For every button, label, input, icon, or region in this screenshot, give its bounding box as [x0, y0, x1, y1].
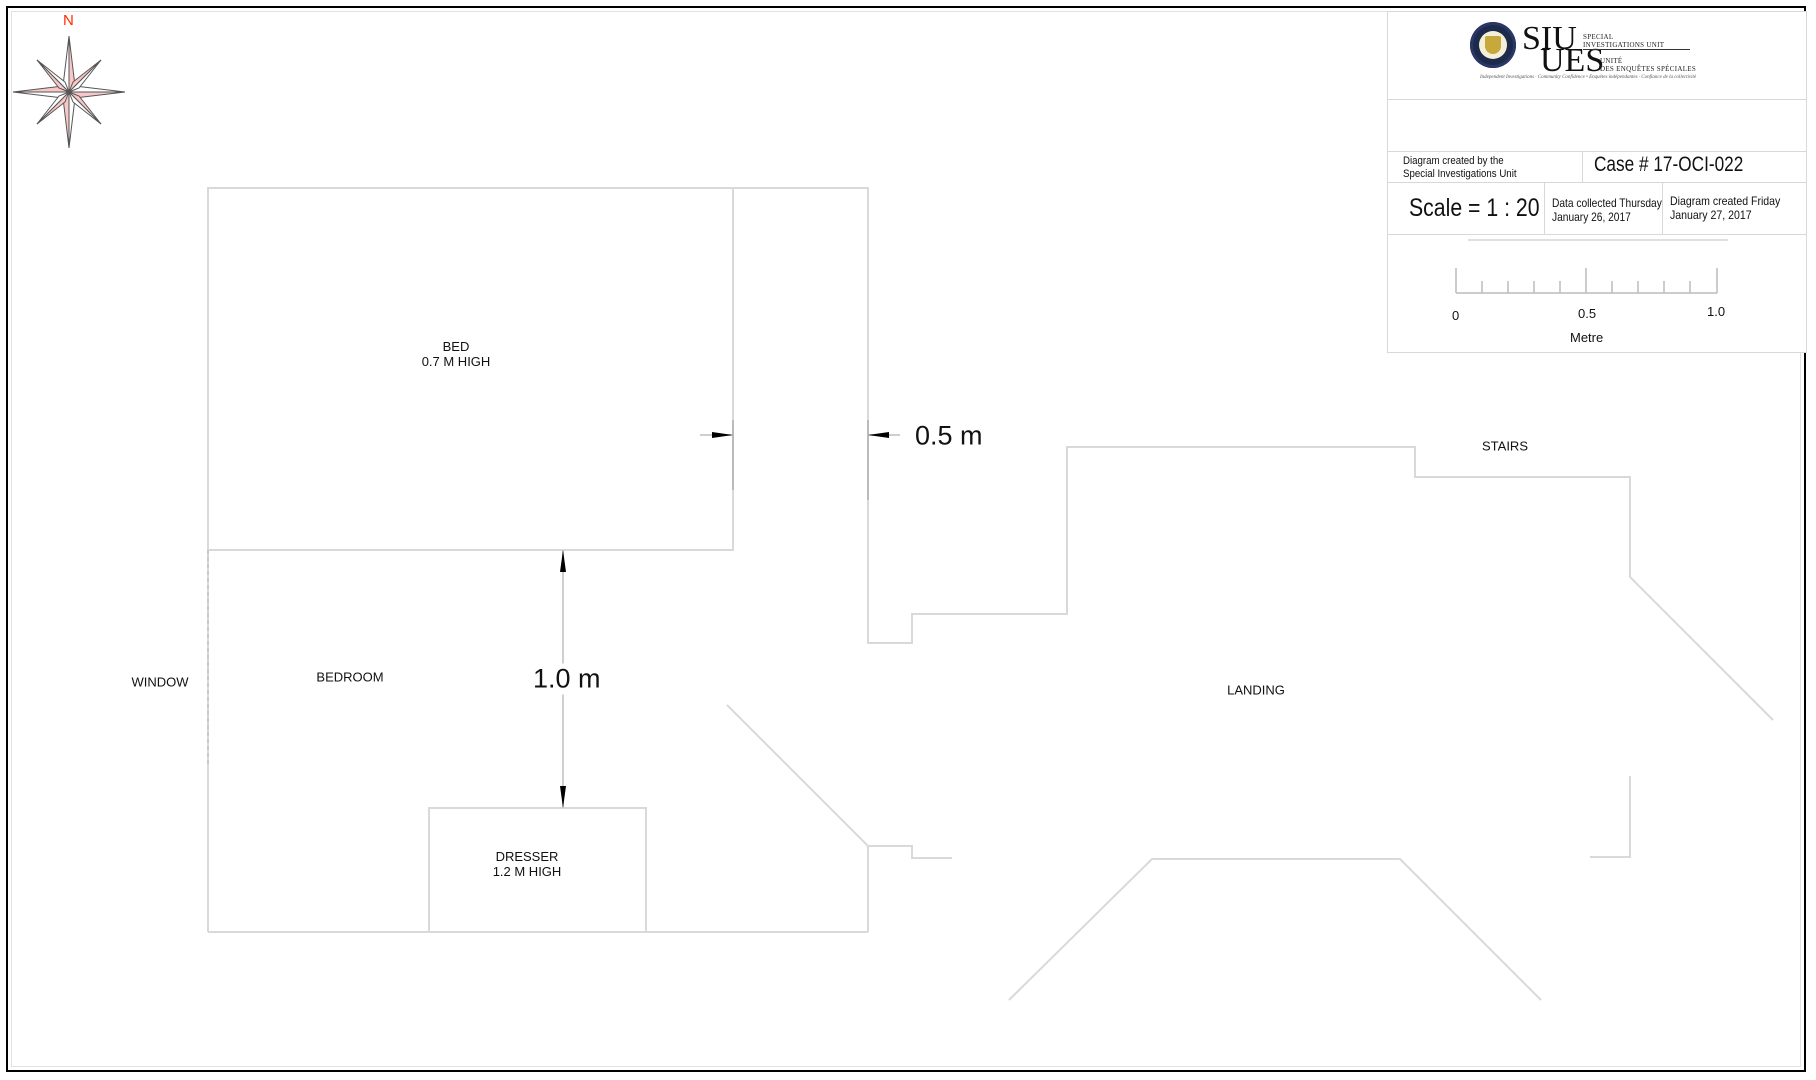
logo-name-en: SPECIAL INVESTIGATIONS UNIT [1583, 33, 1665, 49]
logo-tagline: Independent Investigations · Community C… [1480, 75, 1697, 80]
logo-abbr-en: SIU [1522, 20, 1577, 57]
bed-outline [207, 187, 734, 551]
drawing-inner-border [11, 11, 1801, 1067]
arrowhead-down-icon [560, 786, 566, 808]
north-label: N [63, 12, 74, 29]
bed-name: BED [442, 339, 470, 354]
scale-label-1: 1.0 [1707, 304, 1726, 319]
arrowhead-up-icon [560, 550, 566, 572]
scale-bar [1455, 268, 1718, 294]
scale-divider [1468, 239, 1728, 241]
logo-rule [1583, 49, 1690, 50]
doorway-walls [726, 704, 952, 859]
arrowhead-left-icon [868, 432, 889, 438]
stairs-label: STAIRS [1482, 438, 1528, 454]
bedroom-label: BEDROOM [316, 669, 384, 685]
dimension-bed-to-dresser: 1.0 m [531, 663, 603, 695]
drawing-border [6, 6, 1806, 1072]
scale-label-0: 0 [1452, 308, 1460, 323]
dresser-height: 1.2 M HIGH [492, 864, 562, 879]
landing-label: LANDING [1227, 682, 1285, 698]
scale-unit: Metre [1570, 330, 1604, 345]
diagram-created: Diagram created Friday January 27, 2017 [1670, 194, 1781, 222]
case-number: Case # 17-OCI-022 [1594, 153, 1744, 176]
dresser-outline [428, 807, 647, 933]
logo-abbr-fr: UES [1540, 42, 1605, 79]
arrowhead-right-icon [712, 432, 733, 438]
data-collected: Data collected Thursday January 26, 2017 [1552, 196, 1662, 224]
landing-south-walls [1008, 858, 1542, 1001]
siu-seal-logo [1470, 22, 1516, 68]
scale-label-05: 0.5 [1578, 306, 1597, 321]
window-label: WINDOW [131, 674, 189, 690]
scale-ratio: Scale = 1 : 20 [1409, 194, 1540, 222]
upper-walls [733, 187, 1774, 721]
dimension-bed-to-wall: 0.5 m [915, 420, 983, 451]
dresser-label: DRESSER 1.2 M HIGH [493, 849, 562, 879]
title-block: Diagram created by the Special Investiga… [1387, 11, 1807, 353]
compass-rose-icon [12, 35, 126, 149]
created-by: Diagram created by the Special Investiga… [1403, 155, 1517, 180]
bed-height: 0.7 M HIGH [421, 354, 491, 369]
landing-east-wall [1590, 776, 1631, 858]
dresser-name: DRESSER [495, 849, 559, 864]
bed-label: BED 0.7 M HIGH [422, 339, 491, 369]
logo-name-fr: UNITÉ DES ENQUÊTES SPÉCIALES [1600, 57, 1697, 73]
